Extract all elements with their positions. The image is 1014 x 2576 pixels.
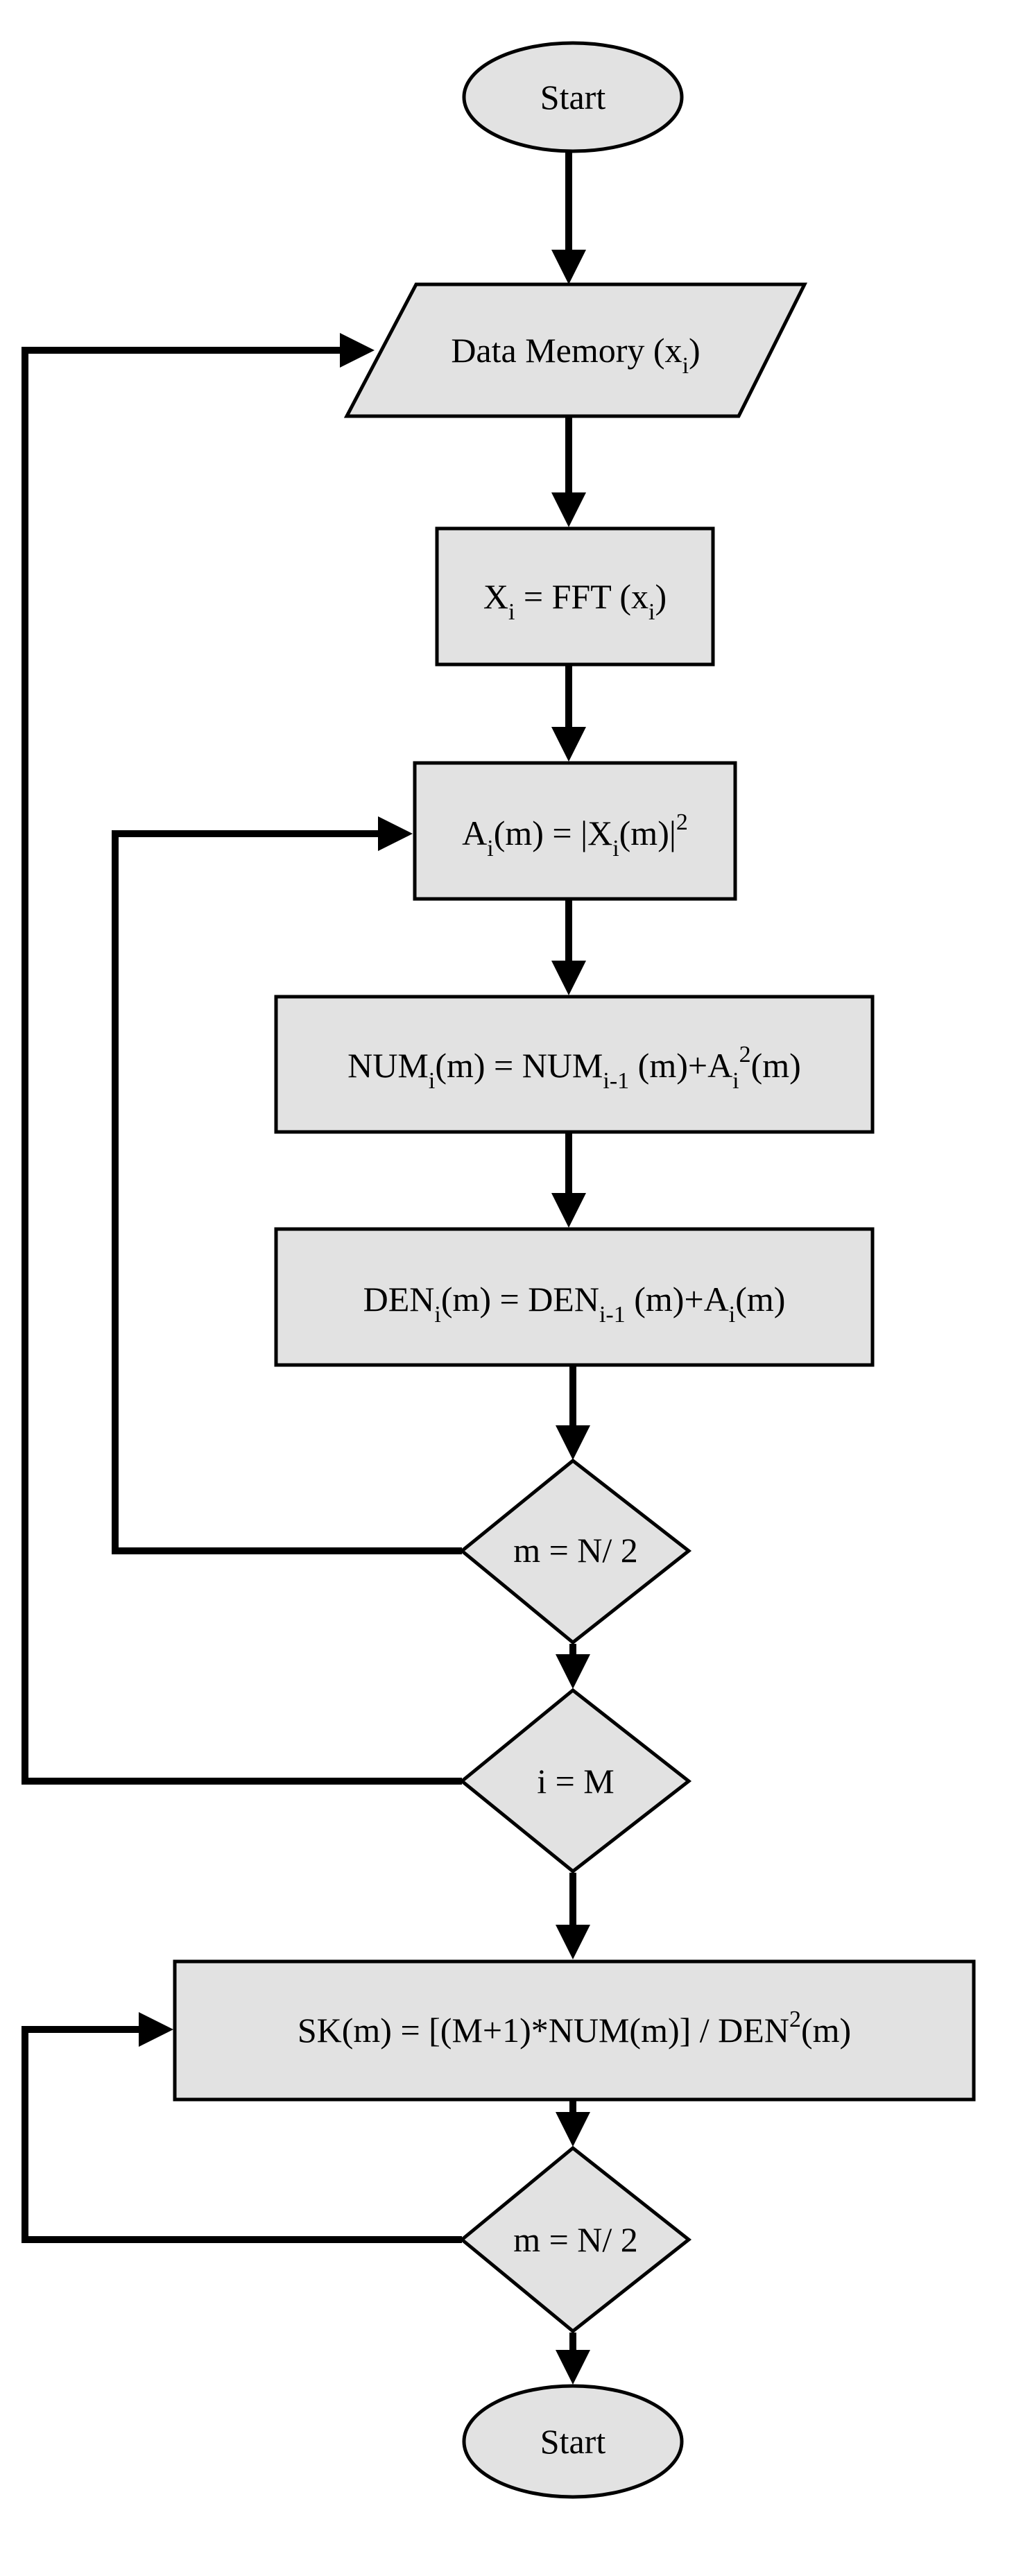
arrowhead — [551, 961, 586, 995]
decision-m2-node: m = N/ 2 — [459, 2145, 692, 2334]
arrowhead — [556, 1425, 590, 1460]
loop-m-to-power — [112, 830, 462, 1554]
data-memory-label: Data Memory (xi) — [451, 331, 700, 379]
connectors — [22, 153, 590, 2385]
fft-node: Xi = FFT (xi) — [435, 526, 715, 667]
arrowhead — [556, 2112, 590, 2147]
power-node: Ai(m) = |Xi(m)|2 — [413, 761, 737, 901]
start-label: Start — [540, 78, 606, 117]
decision-i-node: i = M — [459, 1688, 692, 1874]
sk-node: SK(m) = [(M+1)*NUM(m)] / DEN2(m) — [173, 1959, 976, 2102]
arrowhead — [551, 250, 586, 284]
end-label: Start — [540, 2422, 606, 2461]
arrowhead — [551, 1193, 586, 1228]
decision-m2-label: m = N/ 2 — [513, 2220, 638, 2259]
sk-label: SK(m) = [(M+1)*NUM(m)] / DEN2(m) — [298, 2007, 851, 2050]
arrowhead — [551, 727, 586, 762]
decision-m-node: m = N/ 2 — [459, 1458, 692, 1645]
num-node: NUMi(m) = NUMi-1 (m)+Ai2(m) — [274, 995, 875, 1134]
den-node: DENi(m) = DENi-1 (m)+Ai(m) — [274, 1227, 875, 1367]
data-memory-node: Data Memory (xi) — [343, 282, 808, 418]
loop-m2-to-sk — [22, 2026, 462, 2243]
loop-i-to-memory — [22, 347, 462, 1785]
arrowhead — [139, 2012, 173, 2047]
arrowhead — [378, 816, 413, 851]
den-label: DENi(m) = DENi-1 (m)+Ai(m) — [363, 1280, 786, 1328]
arrowhead — [556, 1925, 590, 1959]
arrowhead — [556, 1654, 590, 1689]
num-label: NUMi(m) = NUMi-1 (m)+Ai2(m) — [347, 1042, 801, 1094]
arrowhead — [551, 492, 586, 527]
start-node: Start — [462, 41, 684, 153]
power-label: Ai(m) = |Xi(m)|2 — [462, 809, 688, 861]
fft-label: Xi = FFT (xi) — [483, 577, 667, 625]
decision-i-label: i = M — [537, 1762, 615, 1801]
end-node: Start — [462, 2384, 684, 2499]
arrowhead — [340, 333, 375, 368]
decision-m-label: m = N/ 2 — [513, 1531, 638, 1570]
arrowhead — [556, 2350, 590, 2385]
